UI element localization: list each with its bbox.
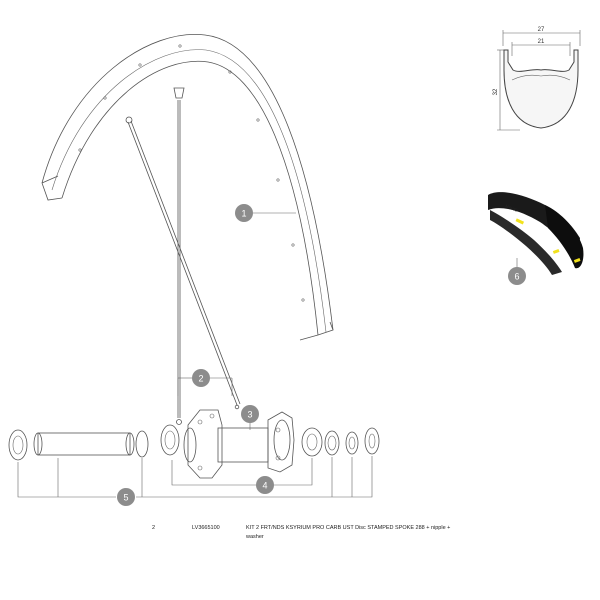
outer-width-label: 27 bbox=[538, 27, 545, 33]
bearing-left bbox=[160, 424, 180, 456]
hub-assembly bbox=[8, 409, 380, 479]
leader-lines bbox=[17, 212, 518, 498]
callout-5: 5 bbox=[117, 488, 135, 506]
height-label: 32 bbox=[493, 88, 499, 95]
part-ref: 2 bbox=[152, 525, 156, 531]
hub-body bbox=[183, 409, 295, 479]
tire-section: MAVIC bbox=[488, 192, 584, 275]
part-code: LV3665100 bbox=[192, 525, 220, 531]
callout-3: 3 bbox=[241, 405, 259, 423]
callout-1: 1 bbox=[235, 204, 253, 222]
spoke-set bbox=[125, 87, 241, 425]
parts-table: 2 LV3665100 KIT 2 FRT/NDS KSYRIUM PRO CA… bbox=[0, 520, 600, 560]
part-description: KIT 2 FRT/NDS KSYRIUM PRO CARB UST Disc … bbox=[246, 525, 451, 531]
spoke-holes bbox=[78, 44, 305, 302]
callout-4: 4 bbox=[256, 476, 274, 494]
callout-label: 3 bbox=[247, 410, 252, 420]
bearing-right bbox=[301, 427, 380, 457]
callout-2: 2 bbox=[192, 369, 210, 387]
callout-label: 1 bbox=[241, 209, 246, 219]
callout-label: 4 bbox=[262, 481, 267, 491]
nipple-icon bbox=[173, 87, 185, 99]
callout-label: 2 bbox=[198, 374, 203, 384]
callout-label: 5 bbox=[123, 493, 128, 503]
axle bbox=[8, 429, 149, 461]
callout-label: 6 bbox=[514, 272, 519, 282]
callout-6: 6 bbox=[508, 267, 526, 285]
tire-logo-text: MAVIC bbox=[505, 203, 519, 212]
part-description-cont: washer bbox=[246, 534, 264, 540]
rim-profile: 27 21 32 bbox=[493, 27, 581, 131]
nipple-icon bbox=[125, 116, 133, 124]
rim bbox=[41, 33, 334, 341]
inner-width-label: 21 bbox=[538, 39, 545, 45]
